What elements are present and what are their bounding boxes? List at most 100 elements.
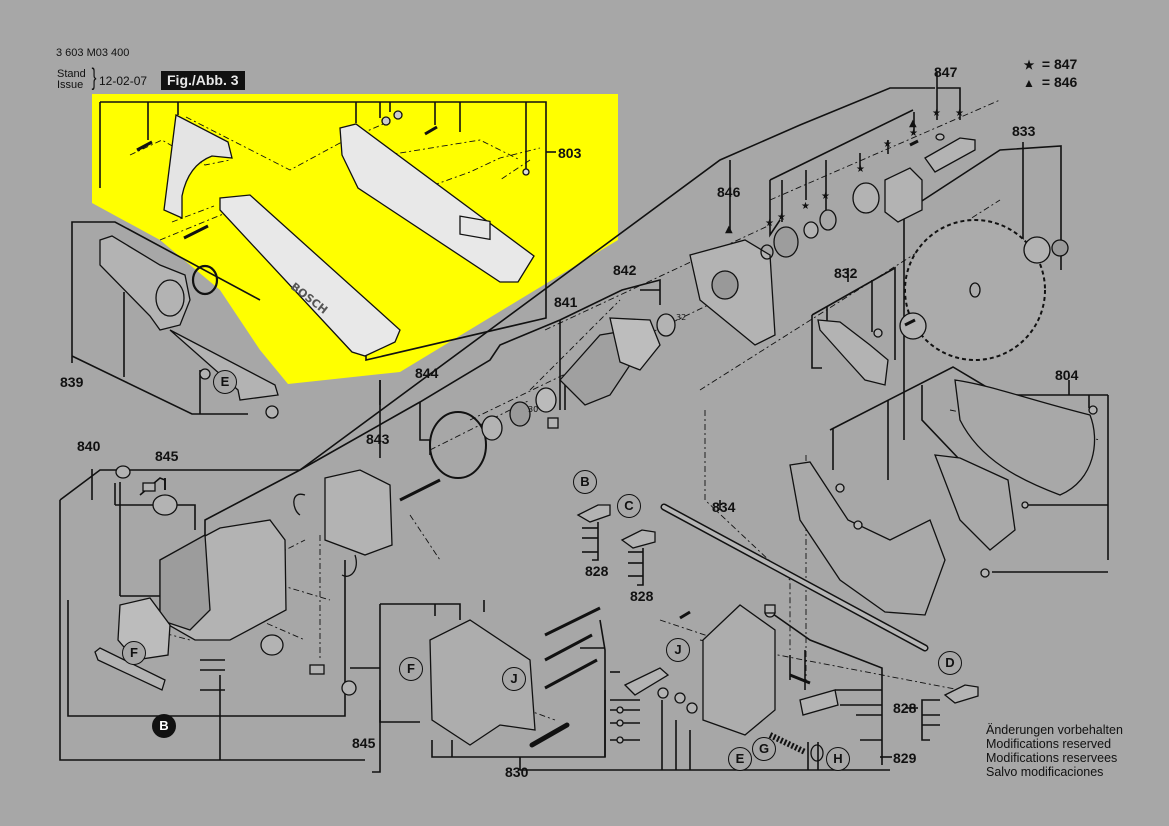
- cable-clamp-c: [620, 529, 656, 549]
- blade-guard-right: [339, 123, 535, 283]
- washer: [657, 687, 669, 699]
- screw-head: [1021, 501, 1029, 509]
- gearbox-bore: [711, 270, 739, 300]
- legend-row-star: ★ = 847: [1020, 56, 1078, 74]
- blade-hole: [969, 282, 981, 298]
- triangle-icon: ▲: [725, 224, 733, 235]
- part-label-845-bottom: 845: [352, 735, 376, 751]
- outer-flange: [1023, 236, 1051, 264]
- callout-d: D: [938, 651, 962, 675]
- screw: [904, 318, 916, 327]
- stand-label: Stand: [57, 68, 86, 80]
- circlip-icon: [819, 209, 837, 231]
- part-label-843: 843: [366, 431, 390, 447]
- bracket-arm: [99, 235, 191, 331]
- screw-head: [522, 168, 530, 176]
- part-label-847: 847: [934, 64, 958, 80]
- carbon-brush: [142, 482, 156, 492]
- clip: [764, 604, 776, 614]
- modification-notice: Änderungen vorbehalten Modifications res…: [986, 723, 1123, 779]
- part-label-832: 832: [834, 265, 858, 281]
- bearing-flange: [884, 167, 923, 223]
- star-icon: ★: [883, 139, 892, 150]
- callout-f: F: [399, 657, 423, 681]
- motor-end-cap: [159, 533, 211, 631]
- lower-blade-guard: [954, 379, 1096, 496]
- guide-rod-fill: [662, 505, 927, 650]
- ring: [810, 744, 824, 762]
- figure-label: Fig./Abb. 3: [161, 71, 245, 90]
- triangle-icon: ▲: [909, 118, 917, 129]
- long-bolt: [544, 606, 601, 637]
- callout-j: J: [502, 667, 526, 691]
- bearing: [509, 401, 531, 427]
- dimension-mark: 30: [528, 405, 538, 414]
- part-label-833: 833: [1012, 123, 1036, 139]
- brush-cap: [341, 680, 357, 696]
- screw: [424, 125, 438, 136]
- switch-bracket: [702, 604, 776, 736]
- stator: [324, 469, 393, 556]
- part-label-830: 830: [505, 764, 529, 780]
- dimension-mark: 32: [676, 313, 686, 322]
- screw: [399, 478, 441, 502]
- inner-flange: [899, 312, 927, 340]
- document-number: 3 603 M03 400: [56, 47, 130, 59]
- pin: [529, 722, 570, 748]
- ring: [760, 244, 774, 260]
- housing-bar: [94, 647, 166, 691]
- screw: [789, 673, 811, 685]
- callout-e: E: [213, 370, 237, 394]
- nut: [686, 702, 698, 714]
- fan-baffle-ring: [429, 411, 487, 479]
- part-label-846: 846: [717, 184, 741, 200]
- guard-label-plate: [459, 215, 491, 241]
- screw-head: [980, 568, 990, 578]
- riving-knife-holder: [817, 319, 889, 386]
- screw: [909, 139, 919, 147]
- mounting-plate: [429, 619, 536, 746]
- part-label-842: 842: [613, 262, 637, 278]
- callout-g: G: [752, 737, 776, 761]
- bearing: [852, 182, 880, 214]
- washer: [803, 221, 819, 239]
- washer: [535, 387, 557, 413]
- legend-row-triangle: ▲ = 846: [1020, 74, 1077, 92]
- part-label-839: 839: [60, 374, 84, 390]
- part-label-845-top: 845: [155, 448, 179, 464]
- spring: [616, 719, 624, 727]
- blade-nut: [1051, 239, 1069, 257]
- notice-de: Änderungen vorbehalten: [986, 723, 1123, 737]
- part-label-828-d: 828: [893, 700, 917, 716]
- stand-issue-label: Stand Issue: [57, 69, 86, 91]
- bearing: [656, 313, 676, 337]
- bearing: [481, 415, 503, 441]
- star-icon: ★: [821, 191, 830, 202]
- brush-holder: [260, 634, 284, 656]
- star-icon: ★: [765, 218, 774, 229]
- screw-head: [853, 520, 863, 530]
- symbol-legend: ★ = 847 ▲ = 846: [1020, 56, 1077, 92]
- brush-cap: [115, 465, 131, 479]
- screw: [136, 140, 153, 152]
- legend-eq: =: [1041, 56, 1051, 72]
- issue-label: Issue: [57, 79, 84, 91]
- callout-c: C: [617, 494, 641, 518]
- part-label-834: 834: [712, 499, 736, 515]
- threaded-rod: [544, 633, 593, 662]
- star-icon: ★: [909, 128, 918, 139]
- highlight-region-803: [92, 94, 618, 384]
- riving-knife-plate: [163, 113, 233, 220]
- gear: [773, 226, 799, 258]
- contact-plate: [799, 689, 839, 716]
- compression-spring: [768, 732, 807, 755]
- part-label-804: 804: [1055, 367, 1079, 383]
- stator-wire: [293, 493, 306, 516]
- nut: [199, 368, 211, 380]
- star-icon: ★: [801, 201, 810, 212]
- long-bolt: [544, 658, 598, 690]
- screw-head: [381, 116, 391, 126]
- callout-e: E: [728, 747, 752, 771]
- star-icon: ★: [932, 108, 941, 119]
